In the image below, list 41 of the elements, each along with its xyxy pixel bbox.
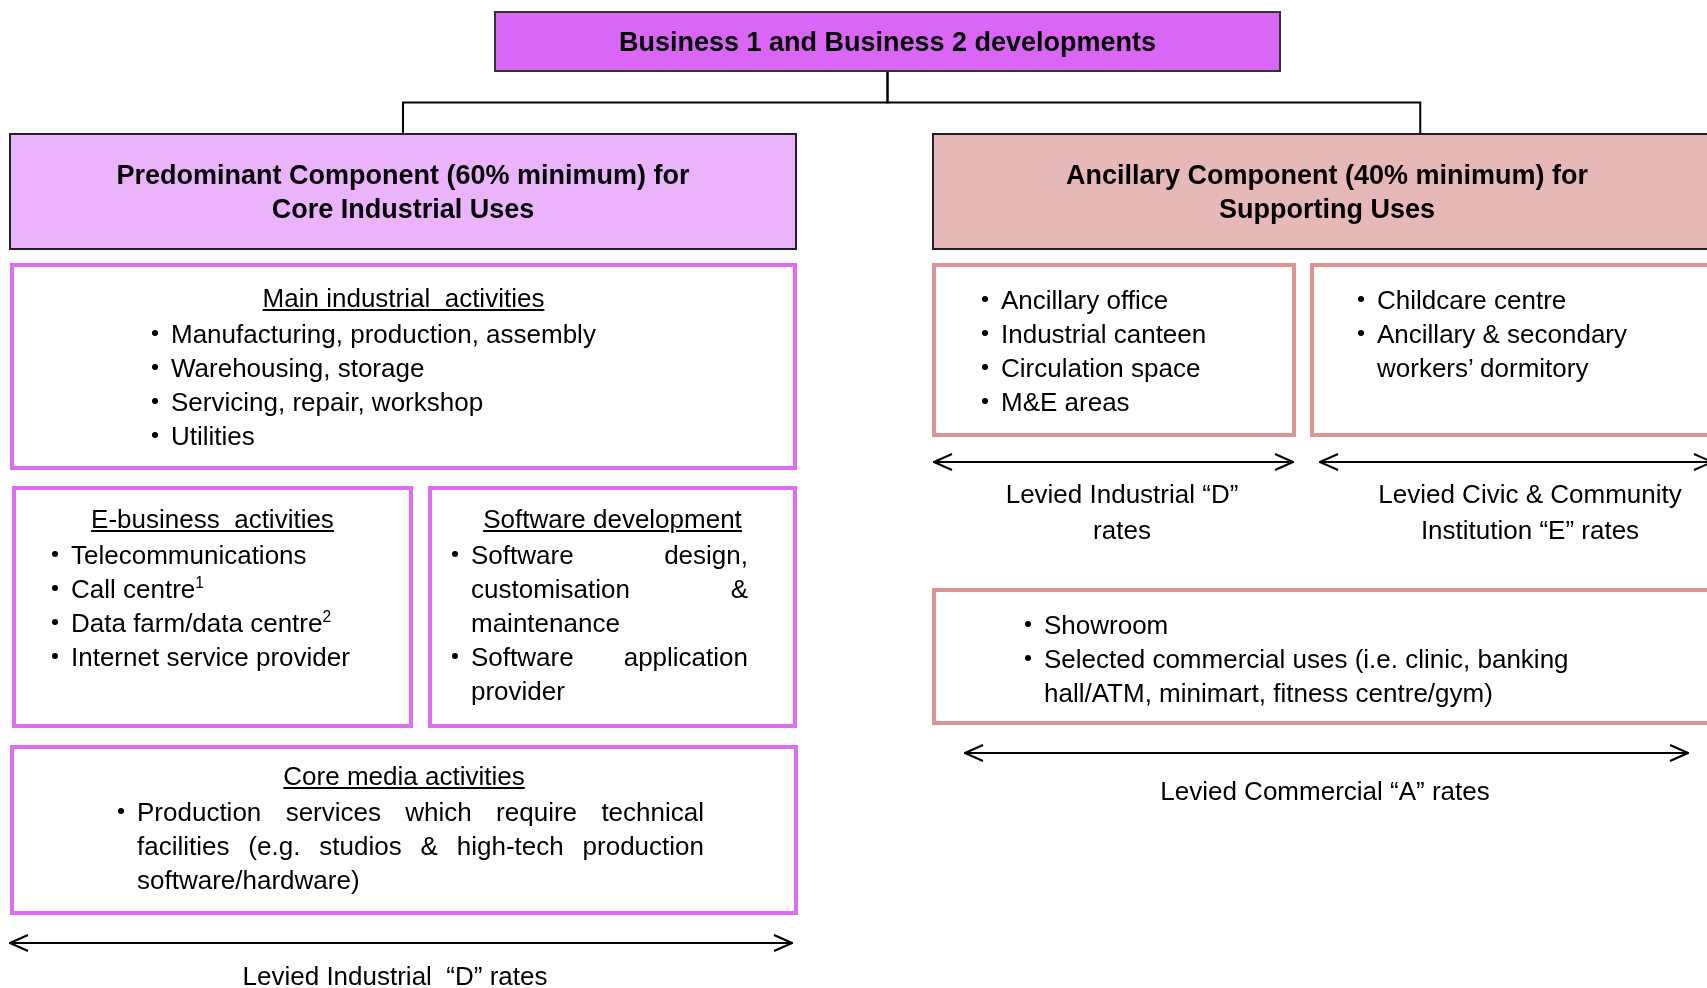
box-title: Ancillary Component (40% minimum) for Supporting Uses bbox=[1064, 158, 1590, 226]
section-heading: Main industrial activities bbox=[261, 282, 546, 315]
section-heading: Software development bbox=[482, 503, 743, 536]
list-item: M&E areas bbox=[1001, 386, 1131, 419]
list-item: Internet service provider bbox=[71, 641, 351, 674]
rate-label: Levied Industrial “D” rates bbox=[241, 960, 549, 988]
list-item: Selected commercial uses (i.e. clinic, banking hall/ATM, minimart, fitness centre/gym) bbox=[1044, 643, 1570, 710]
category-box bbox=[428, 486, 797, 728]
heading-box bbox=[494, 11, 1281, 72]
box-title: Business 1 and Business 2 developments bbox=[618, 25, 1157, 59]
section-heading: Core media activities bbox=[282, 760, 526, 793]
list-item: Software application provider bbox=[471, 641, 748, 708]
category-box bbox=[12, 486, 413, 728]
category-box bbox=[10, 263, 797, 470]
list-item: Telecommunications bbox=[71, 539, 308, 572]
section-heading: E-business activities bbox=[90, 503, 335, 536]
list-item: Production services which require technical facilities (e.g. studios & high-tech production software/hardware) bbox=[137, 796, 704, 897]
list-item: Manufacturing, production, assembly bbox=[171, 318, 597, 351]
rate-label: Levied Civic & Community Institution “E” rates bbox=[1377, 478, 1683, 547]
list-item: Call centre$^{1}$ bbox=[71, 573, 205, 606]
connector-line bbox=[886, 71, 1422, 134]
rate-label: Levied Industrial “D” rates bbox=[1004, 478, 1240, 547]
list-item: Circulation space bbox=[1001, 352, 1202, 385]
list-item: Ancillary office bbox=[1001, 284, 1170, 317]
category-box bbox=[932, 263, 1296, 437]
list-item: Showroom bbox=[1044, 609, 1170, 642]
box-title: Predominant Component (60% minimum) for Core Industrial Uses bbox=[115, 158, 691, 226]
list-item: Warehousing, storage bbox=[171, 352, 426, 385]
list-item: Servicing, repair, workshop bbox=[171, 386, 485, 419]
category-box bbox=[932, 588, 1707, 725]
category-box bbox=[10, 745, 798, 915]
list-item: Industrial canteen bbox=[1001, 318, 1208, 351]
list-item: Childcare centre bbox=[1377, 284, 1568, 317]
rate-label: Levied Commercial “A” rates bbox=[1159, 775, 1491, 808]
list-item: Utilities bbox=[171, 420, 256, 453]
list-item: Software design, customisation & maintenance bbox=[471, 539, 748, 640]
category-box bbox=[1310, 263, 1707, 437]
list-item: Data farm/data centre$^{2}$ bbox=[71, 607, 333, 640]
list-item: Ancillary & secondary workers’ dormitory bbox=[1377, 318, 1628, 385]
heading-box bbox=[9, 133, 797, 250]
heading-box bbox=[932, 133, 1707, 250]
